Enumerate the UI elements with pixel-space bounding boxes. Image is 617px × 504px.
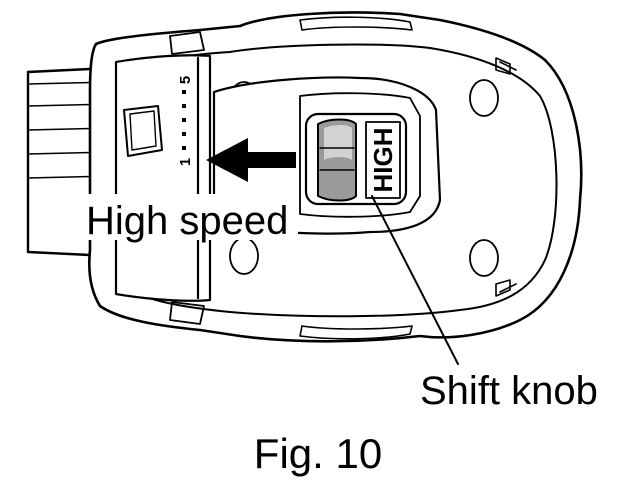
speed-collar: [114, 54, 212, 302]
direction-arrow: [206, 138, 296, 182]
knob-high-text: HIGH: [368, 128, 398, 193]
shift-knob: [304, 112, 408, 206]
shift-knob-label: Shift knob: [420, 369, 598, 413]
figure-caption: Fig. 10: [254, 430, 382, 477]
shift-knob-leader-line: [371, 195, 459, 365]
scale-mark-high: 5: [177, 76, 194, 84]
high-speed-label: High speed: [86, 199, 288, 243]
scale-mark-low: 1: [177, 158, 194, 166]
scale-dots: [182, 90, 186, 150]
